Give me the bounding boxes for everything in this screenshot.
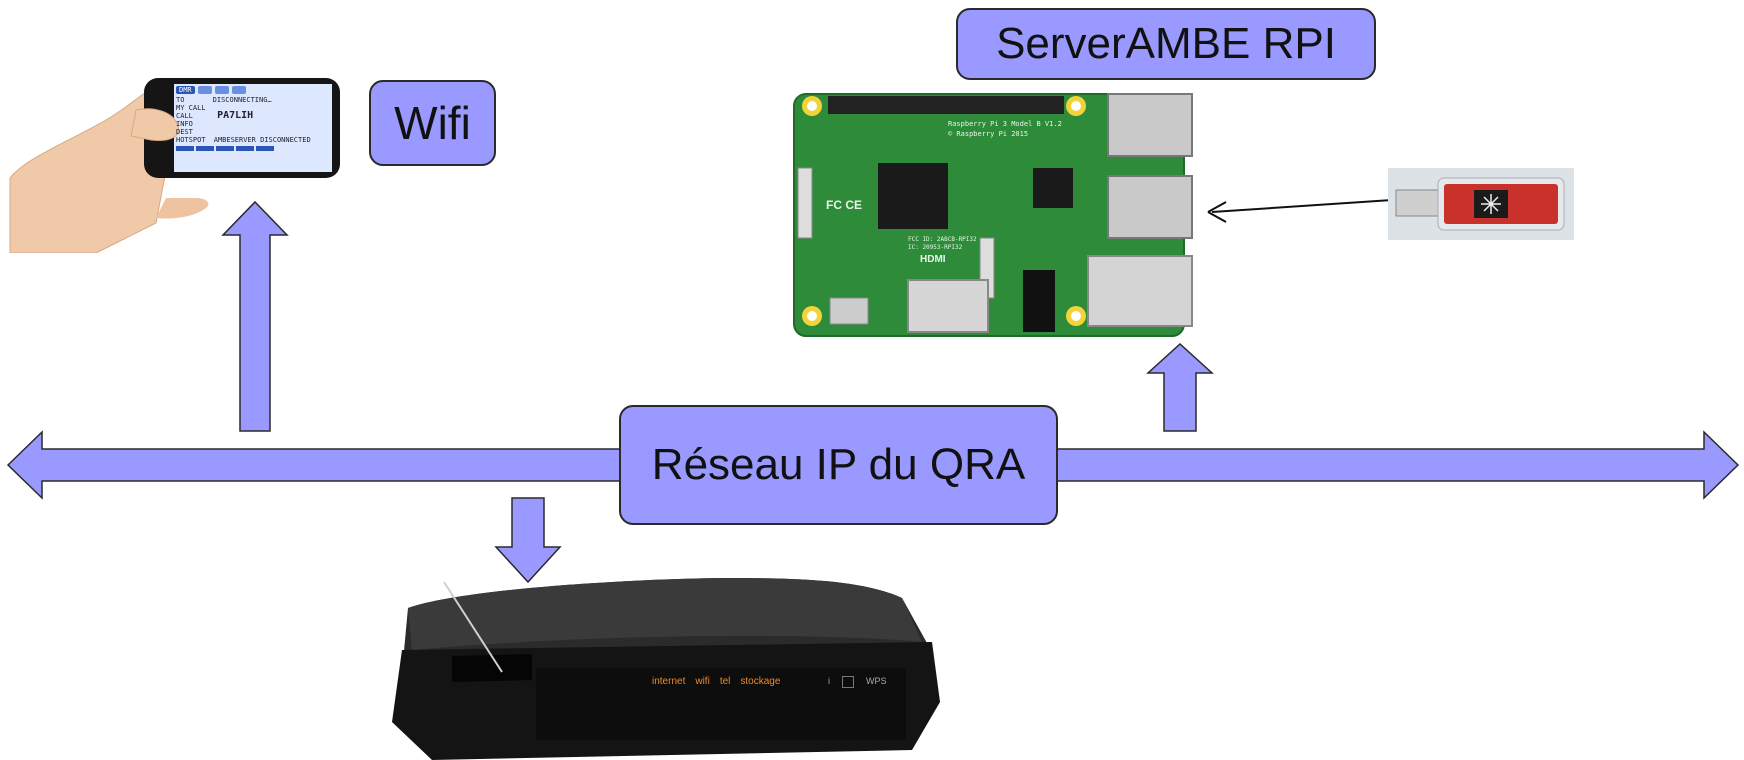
rpi-fcc-text: FCC ID: 2ABCB-RPI32: [908, 236, 977, 243]
dongle-connector-line: [1211, 199, 1393, 213]
router-wps-button[interactable]: WPS: [866, 676, 887, 686]
router-info-button[interactable]: i: [828, 676, 830, 686]
call-value: PA7LIH: [217, 110, 254, 121]
rpi-copyright-text: © Raspberry Pi 2015: [948, 130, 1029, 138]
router-wifi-label: wifi: [695, 676, 710, 687]
phone-in-hand-image: DMR TO DISCONNECTING… MY CALL CALL PA7LI…: [6, 48, 346, 253]
raspberry-pi-image: Raspberry Pi 3 Model B V1.2 © Raspberry …: [788, 88, 1200, 343]
bottom-button[interactable]: [236, 146, 254, 151]
bottom-button[interactable]: [216, 146, 234, 151]
rpi-board-illustration: [793, 93, 1193, 337]
hotspot-value: AMBESERVER DISCONNECTED: [213, 136, 311, 144]
server-label: ServerAMBE RPI: [996, 19, 1336, 68]
usb-dongle-image: [1388, 168, 1574, 240]
router-image: internet wifi tel stockage i WPS: [392, 572, 940, 760]
bottom-button[interactable]: [256, 146, 274, 151]
router-stockage-label: stockage: [740, 676, 781, 687]
to-value: DISCONNECTING…: [212, 96, 272, 104]
toolbar-button[interactable]: [231, 86, 246, 94]
to-label: TO: [176, 96, 185, 104]
bottom-button[interactable]: [196, 146, 214, 151]
router-wifi-button[interactable]: [842, 676, 854, 688]
server-label-box: ServerAMBE RPI: [956, 8, 1376, 80]
router-illustration: [392, 578, 940, 760]
network-label: Réseau IP du QRA: [651, 440, 1026, 489]
my-call-label: MY CALL: [176, 104, 206, 112]
dongle-illustration: [1388, 168, 1574, 240]
wifi-label: Wifi: [394, 97, 471, 149]
router-led-panel: internet wifi tel stockage: [652, 676, 780, 687]
hotspot-label: HOTSPOT: [176, 136, 206, 144]
router-buttons: i WPS: [828, 676, 887, 688]
toolbar-button[interactable]: [197, 86, 212, 94]
wifi-label-box: Wifi: [369, 80, 496, 166]
dest-label: DEST: [176, 128, 193, 136]
rpi-model-text: Raspberry Pi 3 Model B V1.2: [948, 120, 1062, 128]
rpi-hdmi-text: HDMI: [920, 254, 946, 265]
hand-illustration: [9, 78, 340, 253]
router-tel-label: tel: [719, 676, 731, 687]
rpi-up-arrow: [1146, 342, 1214, 432]
toolbar-button[interactable]: [214, 86, 229, 94]
network-label-box: Réseau IP du QRA: [619, 405, 1058, 525]
dongle-arrowhead: [1207, 201, 1227, 223]
call-label: CALL: [176, 112, 193, 120]
phone-screen: DMR TO DISCONNECTING… MY CALL CALL PA7LI…: [176, 86, 330, 170]
phone-up-arrow: [221, 200, 289, 432]
info-label: INFO: [176, 120, 193, 128]
mode-button[interactable]: DMR: [176, 86, 195, 94]
bottom-button[interactable]: [176, 146, 194, 151]
rpi-ic-text: IC: 20953-RPI32: [908, 244, 963, 251]
router-internet-label: internet: [652, 676, 686, 687]
rpi-ce-text: FC CE: [826, 198, 862, 212]
router-down-arrow: [494, 497, 562, 584]
